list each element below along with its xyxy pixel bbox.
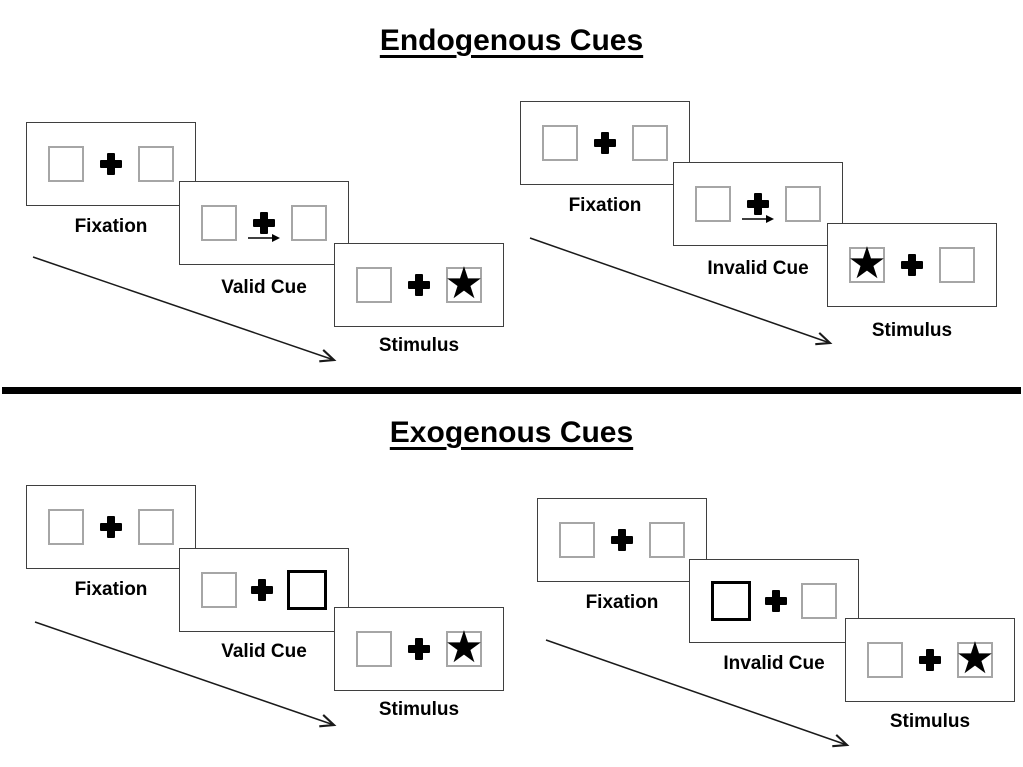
right-box (785, 186, 821, 222)
panel-label: Valid Cue (221, 641, 307, 662)
fixation-cross-icon (251, 579, 273, 601)
endogenous-section-title: Endogenous Cues (379, 24, 644, 57)
plus-bar-vertical (601, 132, 609, 154)
fixation-panel (520, 101, 690, 185)
right-box-with-star: ★ (444, 623, 484, 672)
panel-label: Invalid Cue (707, 258, 809, 279)
panel-label: Fixation (568, 195, 642, 216)
right-box-highlighted (287, 570, 327, 610)
cue-center (248, 212, 280, 242)
right-box (632, 125, 668, 161)
valid-cue-panel (179, 181, 349, 265)
panel-label: Stimulus (378, 335, 460, 356)
star-icon: ★ (847, 239, 887, 288)
invalid-cue-panel (673, 162, 843, 246)
plus-bar-vertical (107, 153, 115, 175)
right-box-with-star: ★ (444, 259, 484, 308)
section-divider-line (2, 387, 1021, 394)
invalid-cue-panel (689, 559, 859, 643)
star-icon: ★ (444, 259, 484, 308)
plus-bar-vertical (618, 529, 626, 551)
left-box-with-star: ★ (847, 239, 887, 288)
panel-label: Fixation (585, 592, 659, 613)
right-box (649, 522, 685, 558)
left-box (201, 572, 237, 608)
exogenous-section-title: Exogenous Cues (389, 416, 634, 449)
valid-cue-panel (179, 548, 349, 632)
right-arrow-cue-icon (248, 234, 280, 242)
plus-bar-vertical (908, 254, 916, 276)
left-box (201, 205, 237, 241)
fixation-cross-icon (901, 254, 923, 276)
right-box (138, 146, 174, 182)
fixation-cross-icon (594, 132, 616, 154)
left-box (48, 146, 84, 182)
right-box (801, 583, 837, 619)
plus-bar-vertical (415, 274, 423, 296)
right-box (138, 509, 174, 545)
right-box (939, 247, 975, 283)
fixation-panel (537, 498, 707, 582)
plus-bar-vertical (772, 590, 780, 612)
fixation-cross-icon (747, 193, 769, 215)
stimulus-panel: ★ (827, 223, 997, 307)
fixation-cross-icon (765, 590, 787, 612)
stimulus-panel: ★ (334, 607, 504, 691)
left-box (867, 642, 903, 678)
time-arrow-endogenous-valid (32, 256, 337, 363)
panel-label: Valid Cue (221, 277, 307, 298)
fixation-cross-icon (408, 638, 430, 660)
panel-label: Fixation (74, 216, 148, 237)
plus-bar-vertical (754, 193, 762, 215)
fixation-panel (26, 122, 196, 206)
left-box-highlighted (711, 581, 751, 621)
right-box (291, 205, 327, 241)
plus-bar-vertical (258, 579, 266, 601)
right-arrow-cue-icon (742, 215, 774, 223)
time-arrow-endogenous-invalid (529, 237, 833, 346)
plus-bar-vertical (260, 212, 268, 234)
fixation-panel (26, 485, 196, 569)
left-box (695, 186, 731, 222)
plus-bar-vertical (107, 516, 115, 538)
left-box (559, 522, 595, 558)
stimulus-panel: ★ (334, 243, 504, 327)
panel-label: Invalid Cue (723, 653, 825, 674)
left-box (542, 125, 578, 161)
panel-label: Fixation (74, 579, 148, 600)
stimulus-panel: ★ (845, 618, 1015, 702)
fixation-cross-icon (253, 212, 275, 234)
fixation-cross-icon (408, 274, 430, 296)
panel-label: Stimulus (889, 711, 971, 732)
plus-bar-vertical (415, 638, 423, 660)
right-box-with-star: ★ (955, 634, 995, 683)
cue-center (742, 193, 774, 223)
panel-label: Stimulus (378, 699, 460, 720)
fixation-cross-icon (100, 153, 122, 175)
star-icon: ★ (955, 634, 995, 683)
plus-bar-vertical (926, 649, 934, 671)
fixation-cross-icon (611, 529, 633, 551)
panel-label: Stimulus (871, 320, 953, 341)
star-icon: ★ (444, 623, 484, 672)
left-box (356, 631, 392, 667)
fixation-cross-icon (100, 516, 122, 538)
fixation-cross-icon (919, 649, 941, 671)
left-box (356, 267, 392, 303)
left-box (48, 509, 84, 545)
time-arrow-exogenous-valid (34, 621, 337, 728)
